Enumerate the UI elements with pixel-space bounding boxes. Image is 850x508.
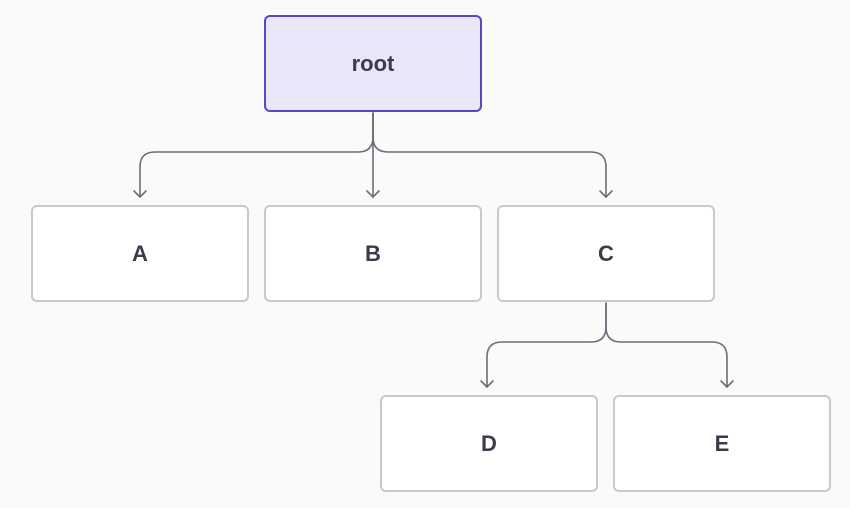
node-label: root xyxy=(351,50,395,76)
node-d[interactable]: D xyxy=(380,395,598,492)
node-root[interactable]: root xyxy=(264,15,482,112)
edge-c-d xyxy=(480,302,607,388)
edge-c-e xyxy=(605,302,734,388)
node-c[interactable]: C xyxy=(497,205,715,302)
node-label: D xyxy=(481,430,497,456)
edge-root-a xyxy=(133,112,374,198)
node-b[interactable]: B xyxy=(264,205,482,302)
node-label: E xyxy=(714,430,730,456)
node-a[interactable]: A xyxy=(31,205,249,302)
node-e[interactable]: E xyxy=(613,395,831,492)
node-label: B xyxy=(365,240,381,266)
edge-root-c xyxy=(372,112,613,198)
node-label: C xyxy=(598,240,614,266)
node-label: A xyxy=(132,240,148,266)
